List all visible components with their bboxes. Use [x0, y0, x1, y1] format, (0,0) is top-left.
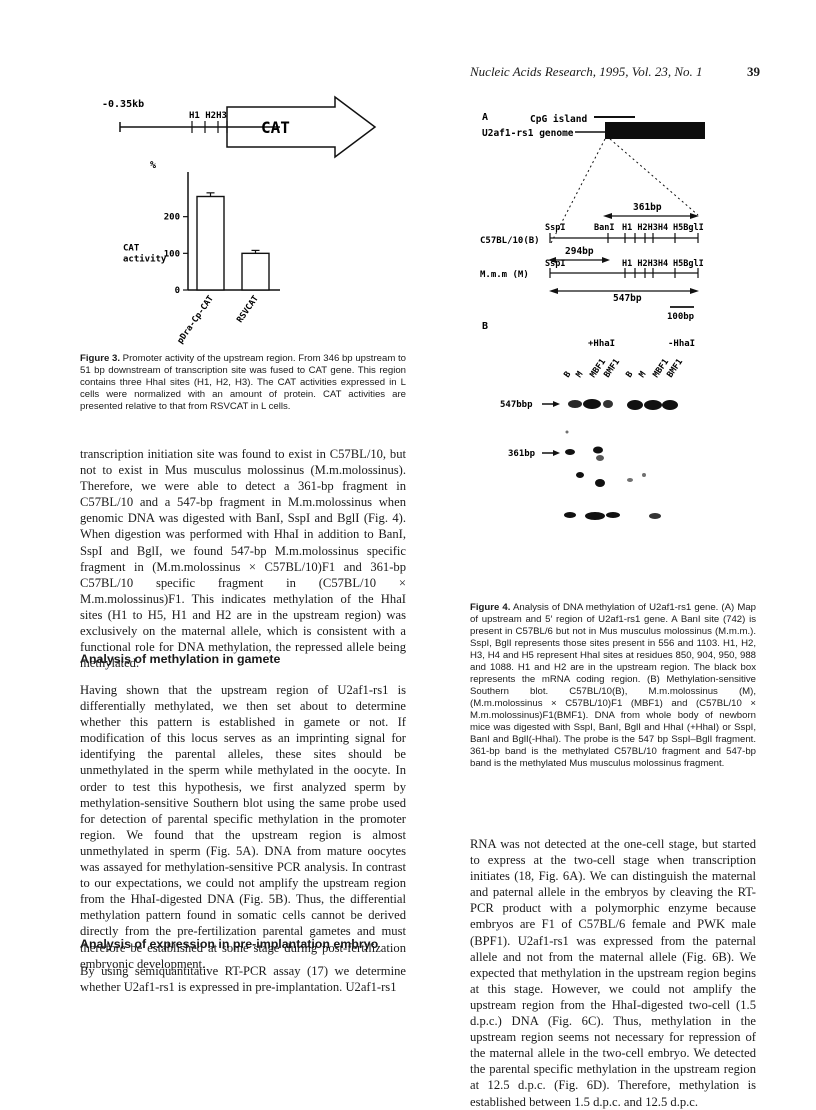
lane-label: M	[637, 370, 648, 380]
figure3-caption: Figure 3. Promoter activity of the upstr…	[80, 353, 406, 413]
left-para3-text: By using semiquantitative RT-PCR assay (…	[80, 964, 406, 995]
construct-sites-label: H1 H2H3	[189, 111, 227, 121]
lane-label: BMF1	[665, 357, 685, 380]
construct-left-label: -0.35kb	[102, 99, 144, 110]
b6-site-hhai: H1 H2H3H4	[622, 223, 668, 233]
band-294-label: 294bp	[565, 246, 594, 257]
cat-gene-label: CAT	[261, 118, 290, 137]
b6-site-bani: BanI	[594, 223, 614, 233]
lane-label: B	[562, 370, 573, 380]
figure3-caption-text: Promoter activity of the upstream region…	[80, 353, 406, 412]
figure3-caption-label: Figure 3.	[80, 353, 120, 364]
heading-expression-embryo: Analysis of expression in pre-implantati…	[80, 937, 379, 951]
scale-bar-label: 100bp	[667, 312, 695, 322]
genome-label: U2af1-rs1 genome	[482, 128, 574, 139]
lane-label: BMF1	[602, 357, 622, 380]
left-para1-text: transcription initiation site was found …	[80, 447, 406, 671]
running-header: Nucleic Acids Research, 1995, Vol. 23, N…	[470, 64, 760, 80]
figure4-graphic: A CpG island U2af1-rs1 genome 361bp C57B…	[480, 112, 705, 520]
blot-image	[564, 399, 678, 520]
b6-site-sspi: SspI	[545, 223, 565, 233]
y-tick-label: 100	[164, 249, 180, 259]
category-label-0: pDra-Cp-CAT	[175, 294, 215, 346]
y-unit-label: %	[150, 160, 156, 171]
mmm-row-label: M.m.m (M)	[480, 270, 529, 280]
bar-0	[196, 195, 225, 291]
journal-citation: Nucleic Acids Research, 1995, Vol. 23, N…	[470, 64, 703, 79]
cat-gene-arrow	[226, 95, 377, 159]
lane-label: M	[574, 370, 585, 380]
y-axis-label-line1: CAT	[123, 243, 140, 253]
band-361-label: 361bp	[633, 202, 662, 213]
panel-a-label: A	[482, 112, 488, 123]
figure3-graphic: -0.35kb H1 H2H3 CAT %0100200CATactivityp…	[102, 95, 377, 346]
mrna-coding-box	[605, 122, 705, 139]
marker-361-label: 361bp	[508, 449, 536, 459]
marker-547-label: 547bbp	[500, 400, 533, 410]
y-tick-label: 200	[164, 213, 180, 223]
y-tick-label: 0	[175, 286, 180, 296]
page-number: 39	[747, 64, 760, 79]
left-col-para3: By using semiquantitative RT-PCR assay (…	[80, 963, 406, 995]
left-para2-text: Having shown that the upstream region of…	[80, 683, 406, 971]
y-axis-label-line2: activity	[123, 253, 167, 264]
mmm-site-sspi: SspI	[545, 259, 565, 269]
category-label-1: RSVCAT	[235, 294, 261, 325]
left-col-para2: Having shown that the upstream region of…	[80, 682, 406, 972]
figure4-caption: Figure 4. Analysis of DNA methylation of…	[470, 602, 756, 770]
group-plus-hhai: +HhaI	[588, 339, 615, 349]
b6-site-bgli: H5BglI	[673, 223, 704, 233]
figure4-caption-label: Figure 4.	[470, 602, 511, 613]
c57bl-row-label: C57BL/10(B)	[480, 236, 540, 246]
cpg-island-label: CpG island	[530, 114, 587, 125]
group-minus-hhai: -HhaI	[668, 339, 695, 349]
lane-label: B	[624, 370, 635, 380]
left-col-para1: transcription initiation site was found …	[80, 446, 406, 671]
right-para1-text: RNA was not detected at the one-cell sta…	[470, 837, 756, 1109]
right-col-para1: RNA was not detected at the one-cell sta…	[470, 836, 756, 1110]
band-547-label: 547bp	[613, 293, 642, 304]
bar-1	[241, 252, 270, 291]
figure4-caption-text: Analysis of DNA methylation of U2af1-rs1…	[470, 602, 756, 769]
mmm-site-bgli: H5BglI	[673, 259, 704, 269]
mmm-site-hhai: H1 H2H3H4	[622, 259, 668, 269]
heading-methylation-gamete: Analysis of methylation in gamete	[80, 652, 281, 666]
panel-b-label: B	[482, 321, 488, 332]
